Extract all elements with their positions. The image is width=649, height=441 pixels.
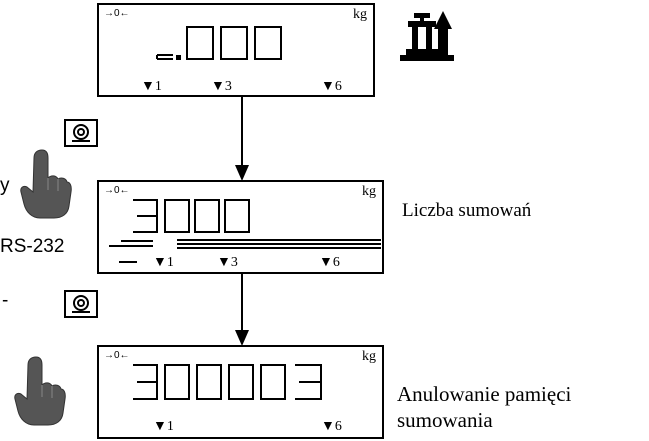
lcd-display-2: →0← kg ▼1 ▼3 ▼6 [97, 180, 384, 274]
unit-label: kg [362, 184, 376, 199]
hand-press-icon [20, 149, 72, 219]
lcd-display-3: →0← kg ▼1 ▼6 [97, 345, 384, 439]
indicator-1: ▼1 [153, 419, 174, 434]
indicator-1: ▼1 [141, 79, 162, 94]
unit-label: kg [362, 349, 376, 364]
rs232-label: RS-232 [0, 236, 65, 257]
arrow-down-icon [235, 274, 249, 346]
enter-key-icon [72, 295, 90, 313]
indicator-1: ▼1 [153, 255, 174, 270]
enter-key-icon [72, 124, 90, 142]
lcd-digits-readout [133, 199, 250, 233]
zero-indicator: →0← [104, 350, 130, 361]
indicator-3: ▼3 [211, 79, 232, 94]
partial-text-y: y [0, 175, 10, 196]
summation-count-label: Liczba sumowań [402, 200, 532, 221]
lcd-digits-readout [156, 26, 282, 60]
zero-indicator: →0← [104, 8, 130, 19]
indicator-6: ▼6 [321, 419, 342, 434]
lcd-display-1: →0← kg ▼1 ▼3 ▼6 [97, 3, 375, 97]
cancel-memory-label-line1: Anulowanie pamięci [397, 382, 572, 406]
partial-text-dash: - [2, 290, 9, 311]
hand-press-icon [14, 356, 66, 426]
indicator-6: ▼6 [319, 255, 340, 270]
cancel-memory-label-line2: sumowania [397, 408, 493, 432]
zero-indicator: →0← [104, 185, 130, 196]
lcd-bar-lines [109, 239, 381, 263]
scale-lift-icon [400, 11, 454, 61]
unit-label: kg [353, 7, 367, 22]
arrow-down-icon [235, 97, 249, 181]
lcd-digits-readout [133, 364, 322, 400]
enter-key-button[interactable] [64, 119, 98, 147]
indicator-6: ▼6 [321, 79, 342, 94]
enter-key-button[interactable] [64, 290, 98, 318]
indicator-3: ▼3 [217, 255, 238, 270]
